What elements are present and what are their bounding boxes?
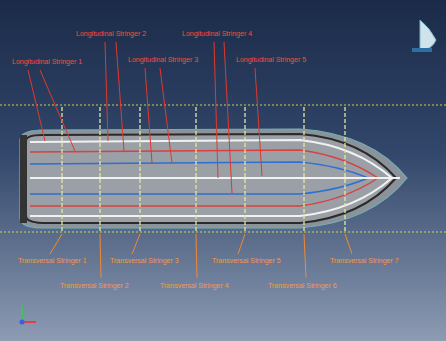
transversal-label: Transversal Stringer 3 [110,257,179,265]
bounding-line [0,104,446,105]
transversal-stringer-line [139,107,140,232]
hull-shell [20,129,407,228]
leader-line [132,234,140,254]
leader-line [100,234,101,278]
app-icon [420,20,436,50]
leader-line [40,70,75,151]
transversal-stringer-line [195,107,196,232]
transversal-stringer-line [244,107,245,232]
transom [20,135,27,223]
transversal-stringer-line [99,107,100,232]
longitudinal-label: Longitudinal Stringer 3 [128,56,198,64]
leader-line [116,42,124,151]
leader-line [196,234,197,278]
leader-line [160,68,172,163]
transversal-label: Transversal Stringer 6 [268,282,337,290]
transversal-label: Transversal Stringer 1 [18,257,87,265]
leader-line [224,42,232,193]
transversal-label: Transversal Stringer 7 [330,257,399,265]
transversal-stringer-line [344,107,345,232]
leader-line [345,234,352,254]
transversal-label: Transversal Stringer 2 [60,282,129,290]
longitudinal-label: Longitudinal Stringer 1 [12,58,82,66]
longitudinal-label: Longitudinal Stringer 5 [236,56,306,64]
leader-line [238,234,245,254]
leader-line [304,234,306,278]
leader-line [50,234,62,254]
app-icon [412,48,432,52]
bounding-line [0,231,446,232]
transversal-label: Transversal Stringer 5 [212,257,281,265]
leader-line [255,68,262,176]
longitudinal-label: Longitudinal Stringer 4 [182,30,252,38]
transversal-stringer-line [61,107,62,232]
leader-line [214,42,218,178]
axis-z [20,320,25,325]
longitudinal-label: Longitudinal Stringer 2 [76,30,146,38]
transversal-stringer-line [303,107,304,232]
leader-line [145,68,152,163]
leader-line [105,42,108,141]
keel-line [30,177,400,179]
leader-line [28,70,45,141]
transversal-label: Transversal Stringer 4 [160,282,229,290]
